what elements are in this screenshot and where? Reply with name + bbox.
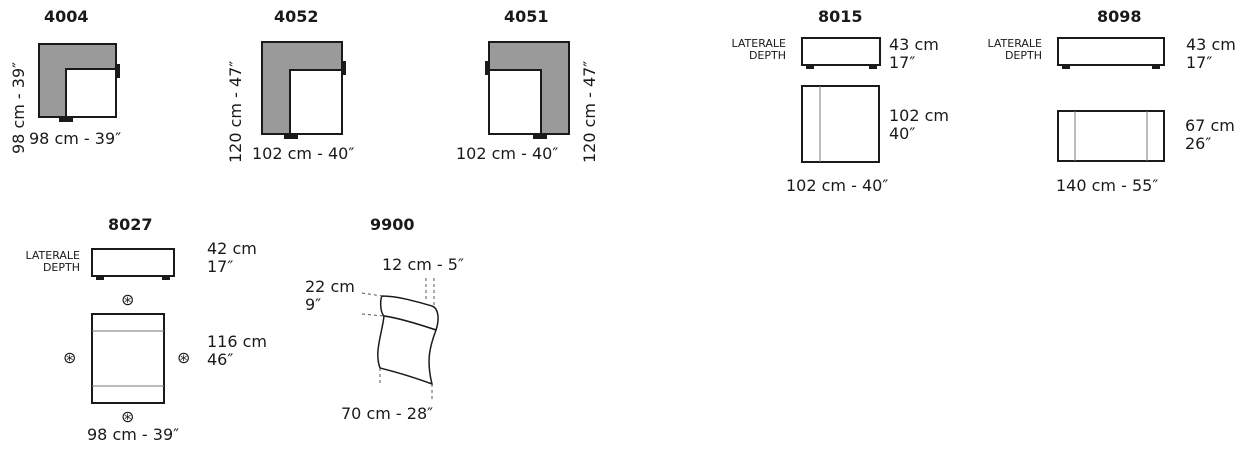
module-4052-width: 102 cm - 40″ [252, 144, 355, 163]
connection-marker-icon-top: ⊛ [121, 290, 135, 309]
module-8098-height-in: 17″ [1186, 53, 1213, 72]
module-8015-code: 8015 [818, 7, 863, 26]
module-9900-cushion [377, 295, 439, 386]
module-8098-width: 140 cm - 55″ [1056, 176, 1159, 195]
module-8098-depth-cm: 67 cm [1185, 116, 1235, 135]
module-8027-depth-label: DEPTH [42, 261, 80, 274]
module-8027-depth-cm: 116 cm [207, 332, 268, 351]
module-8027-height-cm: 42 cm [207, 239, 257, 258]
module-8098-height-cm: 43 cm [1186, 35, 1236, 54]
module-8015-height-cm: 43 cm [889, 35, 939, 54]
module-8015-width: 102 cm - 40″ [786, 176, 889, 195]
module-8027-depth-in: 46″ [207, 350, 234, 369]
module-8015-drawing [801, 37, 881, 163]
module-4051-code: 4051 [504, 7, 549, 26]
module-8015-side-label: LATERALE [731, 37, 786, 50]
module-8027-side-label: LATERALE [25, 249, 80, 262]
module-4004-plan [38, 43, 120, 122]
module-8015-depth-cm: 102 cm [889, 106, 950, 125]
module-9900-dimension-lines [361, 278, 435, 400]
module-4051-plan [485, 41, 570, 139]
module-8098-depth-in: 26″ [1185, 134, 1212, 153]
module-8098-depth-label: DEPTH [1004, 49, 1042, 62]
module-9900-code: 9900 [370, 215, 415, 234]
module-4052-plan [261, 41, 346, 139]
module-8098-drawing [1057, 37, 1165, 162]
module-8015-depth-in: 40″ [889, 124, 916, 143]
module-8098-code: 8098 [1097, 7, 1142, 26]
module-8015-depth-label: DEPTH [748, 49, 786, 62]
module-8027-drawing [91, 248, 175, 404]
module-4004-depth: 98 cm - 39″ [9, 61, 28, 154]
module-9900-height-in: 9″ [305, 295, 322, 314]
module-8027-height-in: 17″ [207, 257, 234, 276]
module-8027-code: 8027 [108, 215, 153, 234]
module-4004-width: 98 cm - 39″ [29, 129, 122, 148]
connection-marker-icon-right: ⊛ [177, 348, 191, 367]
module-4004-code: 4004 [44, 7, 89, 26]
connection-marker-icon-left: ⊛ [63, 348, 77, 367]
module-4052-code: 4052 [274, 7, 319, 26]
module-8098-side-label: LATERALE [987, 37, 1042, 50]
module-9900-length: 70 cm - 28″ [341, 404, 434, 423]
module-8015-height-in: 17″ [889, 53, 916, 72]
module-4051-width: 102 cm - 40″ [456, 144, 559, 163]
module-4052-depth: 120 cm - 47″ [226, 60, 245, 163]
module-8027-width: 98 cm - 39″ [87, 425, 180, 444]
module-9900-thickness: 12 cm - 5″ [382, 255, 464, 274]
module-4051-depth: 120 cm - 47″ [580, 60, 599, 163]
module-9900-height-cm: 22 cm [305, 277, 355, 296]
connection-marker-icon-bottom: ⊛ [121, 407, 135, 426]
